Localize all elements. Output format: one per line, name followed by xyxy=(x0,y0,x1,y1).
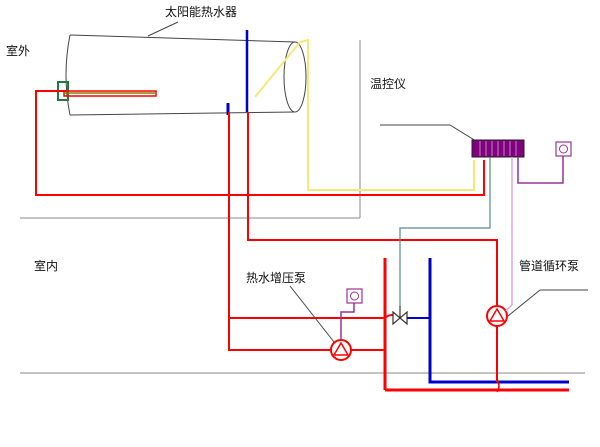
cold-water-return xyxy=(428,258,569,384)
circulation-pump-label: 管道循环泵 xyxy=(519,258,579,273)
circulation-control-wire xyxy=(505,157,513,312)
controller-power-wire xyxy=(517,156,564,184)
outlet-socket-booster xyxy=(346,288,363,304)
signal-wire-to-valve xyxy=(399,157,491,306)
booster-pump-arrow xyxy=(332,341,350,356)
temperature-valve xyxy=(392,306,408,326)
controller-leader-diag xyxy=(449,124,477,142)
outlet-socket-booster-icon xyxy=(350,291,359,301)
hot-water-supply-pipe xyxy=(247,112,498,305)
hot-water-outdoor-loop xyxy=(35,90,485,196)
circulation-pump-leader xyxy=(507,289,541,317)
booster-pump-leader xyxy=(289,285,335,343)
circulation-pump-arrow xyxy=(488,307,506,322)
sensor-wire xyxy=(254,38,475,191)
booster-pump-label: 热水增压泵 xyxy=(246,271,306,285)
indoor-label: 室内 xyxy=(34,258,58,273)
building-outline xyxy=(20,40,585,374)
heater-leader-line xyxy=(147,21,179,37)
hot-water-riser-left xyxy=(228,112,333,351)
bottom-crossover xyxy=(496,379,500,393)
outlet-socket-controller-icon xyxy=(559,144,568,154)
booster-power-wire xyxy=(340,303,355,340)
controller-box-ribs xyxy=(479,141,517,156)
controller-label: 温控仪 xyxy=(370,77,406,91)
heater-label: 太阳能热水器 xyxy=(165,4,237,19)
outdoor-label: 室外 xyxy=(6,43,30,58)
outlet-socket-controller xyxy=(555,141,572,157)
solar-tank xyxy=(65,34,307,116)
